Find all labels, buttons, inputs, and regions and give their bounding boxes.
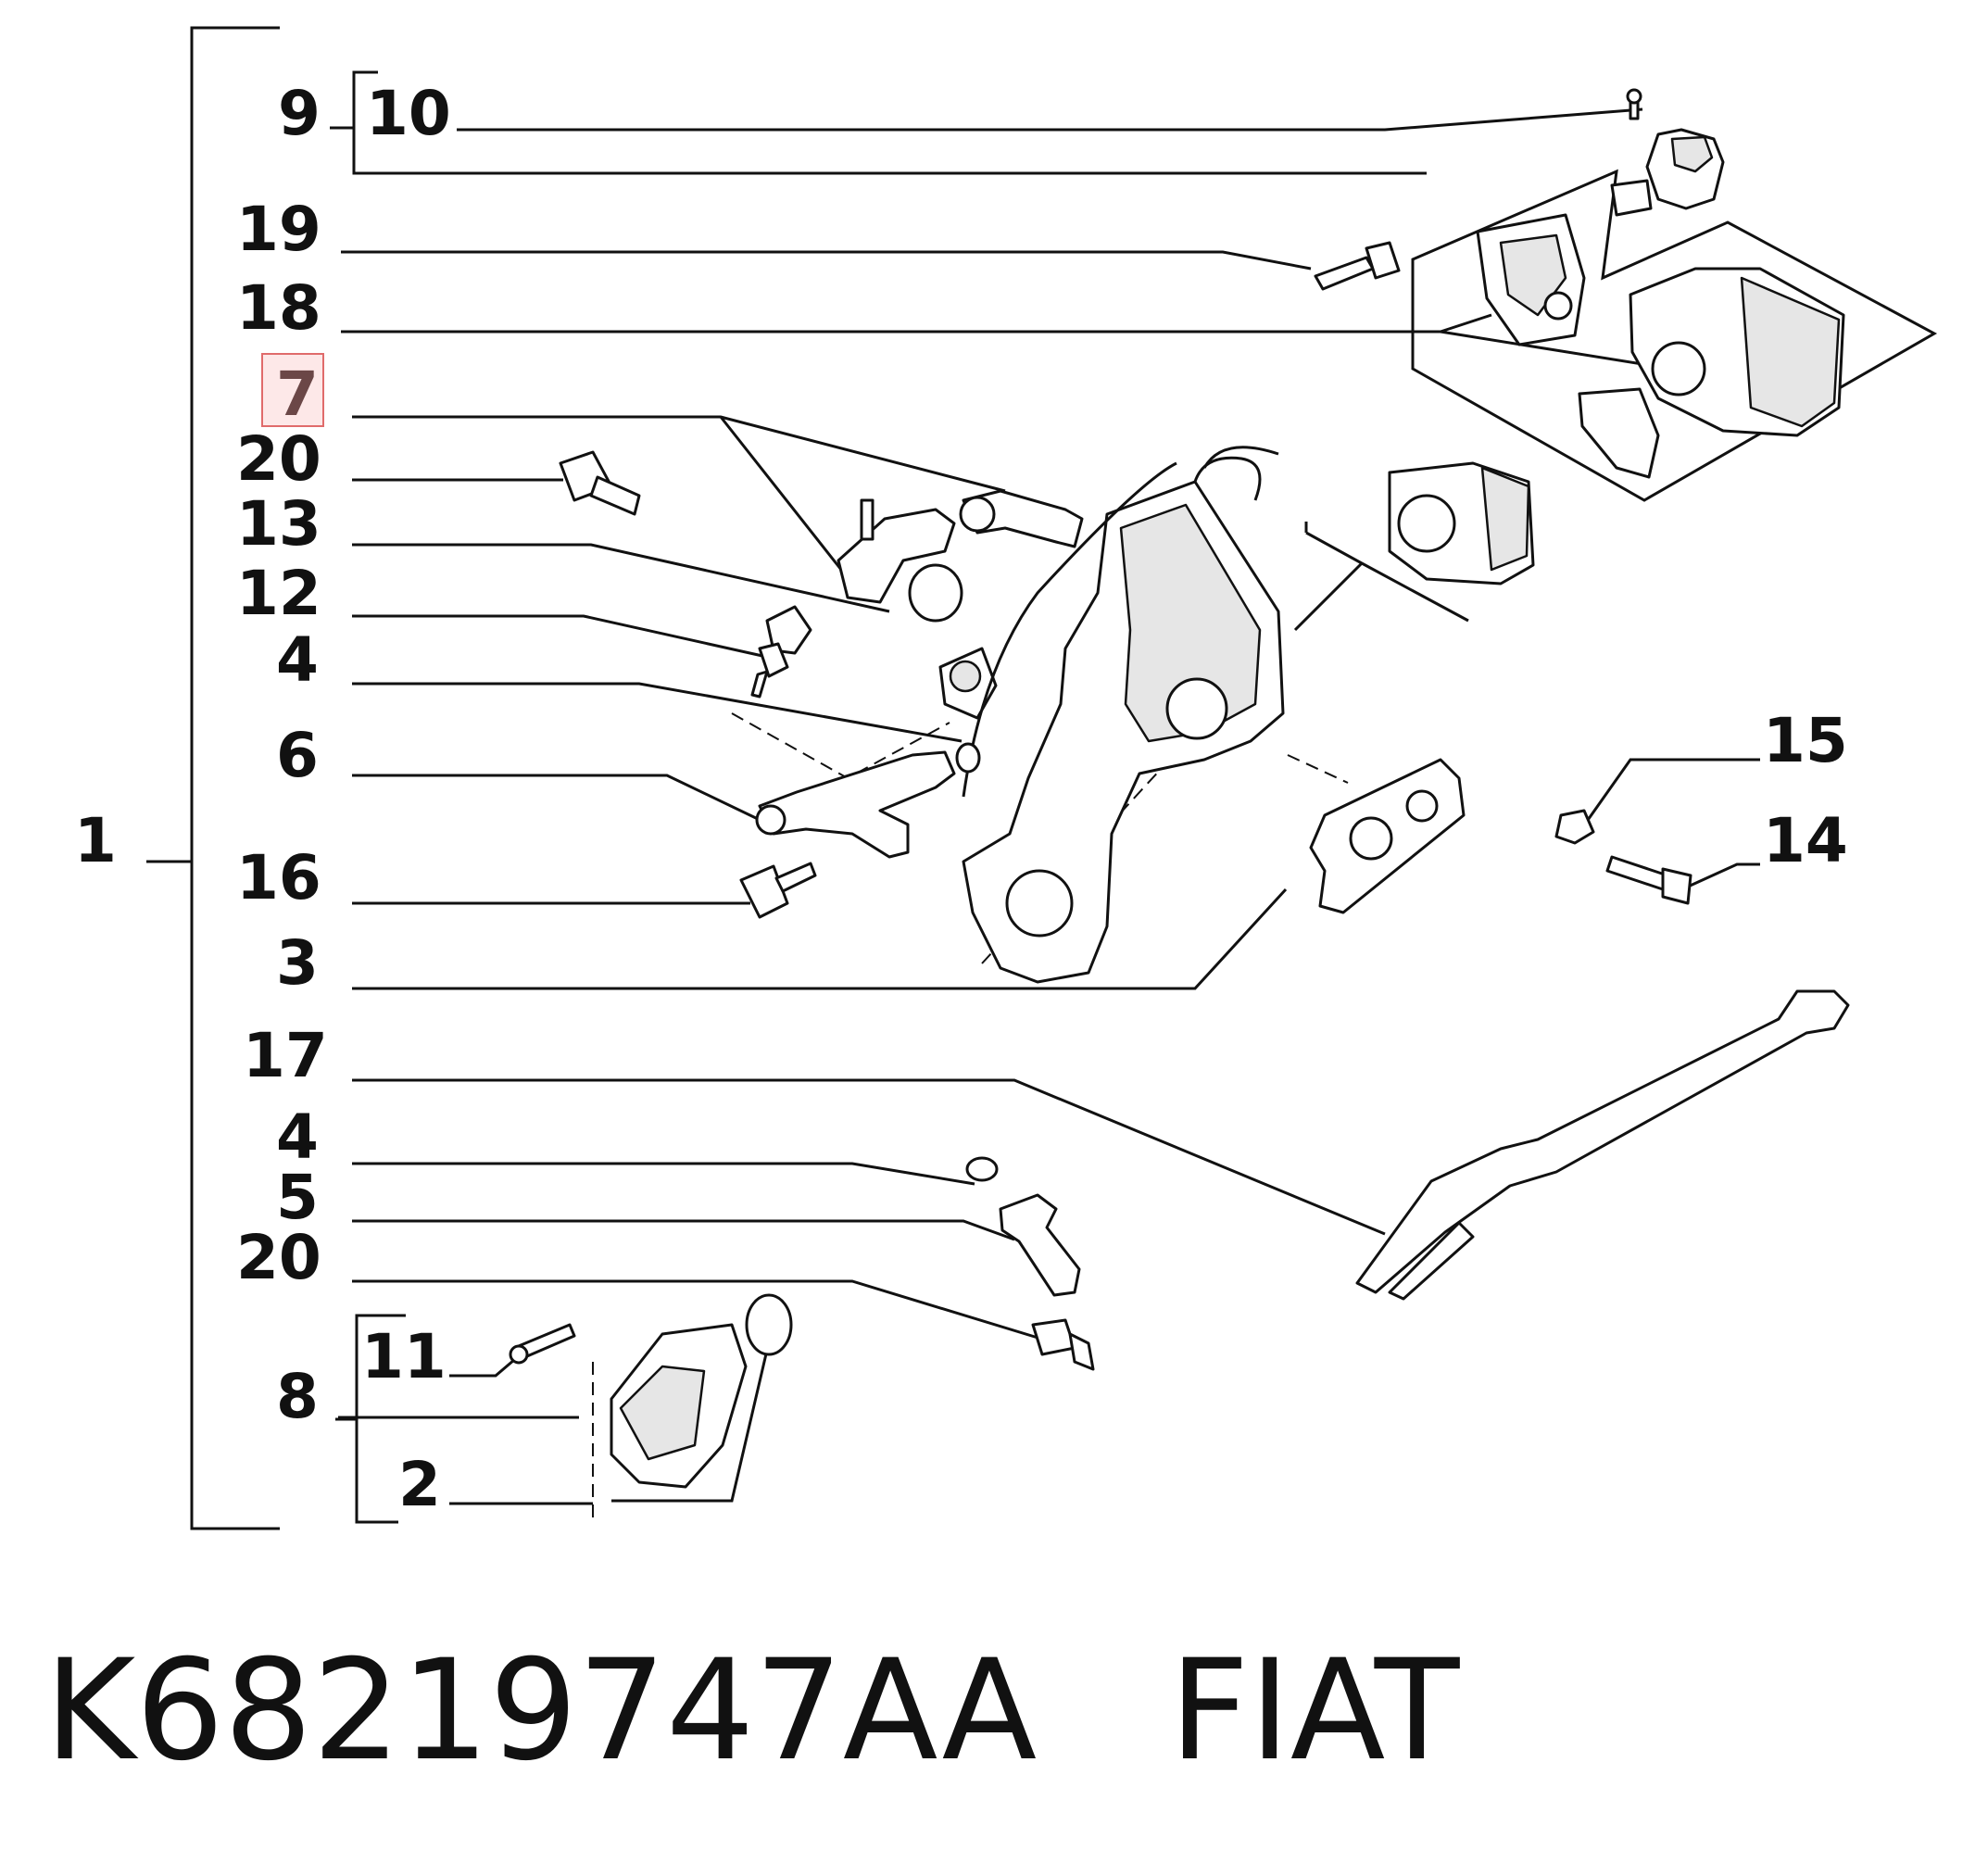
part-number: K68219747AA [44, 1630, 1038, 1792]
throttle-body [1388, 461, 1535, 585]
egr-valve-assembly [1411, 169, 1938, 502]
pipe-5 [999, 1193, 1081, 1297]
callout-2: 2 [398, 1449, 441, 1520]
brand-name: FIAT [1169, 1630, 1460, 1792]
callout-8: 8 [276, 1361, 319, 1432]
callout-20-lower: 20 [236, 1222, 321, 1293]
bolt-11 [509, 1323, 576, 1365]
temp-sensor-12 [750, 605, 812, 699]
o-ring-4-lower [965, 1156, 999, 1182]
callout-7-highlight [261, 353, 324, 427]
callout-17: 17 [243, 1020, 328, 1091]
bolt-20-lower [1031, 1318, 1095, 1371]
part-footer: K68219747AA FIAT [44, 1630, 1953, 1816]
coolant-housing [938, 446, 1285, 984]
callout-5: 5 [276, 1162, 319, 1233]
hose-7 [837, 489, 1084, 623]
thermostat-8 [610, 1293, 793, 1489]
pipe-17 [1355, 989, 1850, 1301]
callout-15: 15 [1763, 705, 1848, 776]
bolt-14 [1605, 855, 1692, 905]
parts-diagram: 1 9 10 19 18 7 20 13 12 4 6 16 3 17 4 5 … [74, 26, 1938, 1530]
bolt-16 [739, 862, 817, 919]
callout-6: 6 [276, 720, 319, 791]
callout-3: 3 [276, 927, 319, 999]
callout-12: 12 [236, 558, 321, 629]
pipe-6 [755, 742, 981, 859]
callout-18: 18 [236, 272, 321, 344]
callout-16: 16 [236, 842, 321, 913]
callout-labels: 1 9 10 19 18 7 20 13 12 4 6 16 3 17 4 5 … [74, 78, 1848, 1520]
callout-1: 1 [74, 805, 117, 876]
callout-7: 7 [276, 359, 319, 430]
bolt-19 [1314, 241, 1401, 291]
callout-14: 14 [1763, 805, 1848, 876]
nut-15 [1554, 809, 1595, 845]
gasket-3 [1309, 758, 1466, 914]
leader-lines [338, 107, 1760, 1505]
actuator [1610, 88, 1725, 217]
group-9-bracket [330, 70, 1427, 175]
callout-19: 19 [236, 194, 321, 265]
callout-11: 11 [361, 1321, 447, 1392]
callout-4-upper: 4 [276, 624, 319, 696]
callout-4-lower: 4 [276, 1101, 319, 1173]
group-1-bracket [146, 26, 280, 1530]
callout-20-upper: 20 [236, 423, 321, 495]
callout-10: 10 [366, 78, 451, 149]
callout-9: 9 [278, 78, 321, 149]
callout-13: 13 [236, 488, 321, 560]
bolt-20-upper [559, 450, 641, 516]
